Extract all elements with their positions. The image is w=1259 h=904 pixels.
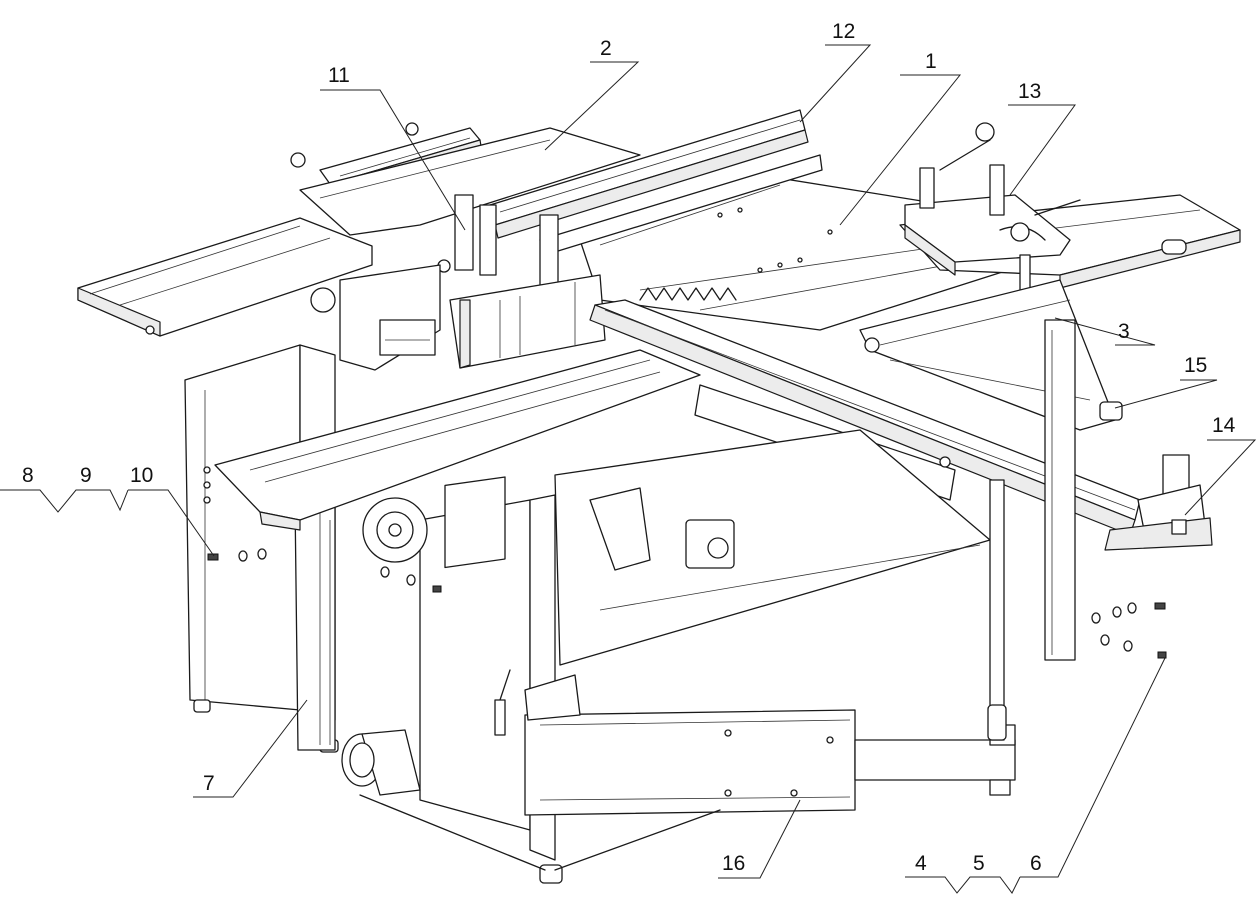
callout-5: 5 xyxy=(973,852,985,875)
callout-16: 16 xyxy=(722,852,745,875)
dust-port xyxy=(341,729,421,796)
callout-13: 13 xyxy=(1018,80,1041,103)
callout-7: 7 xyxy=(203,772,215,795)
callout-10: 10 xyxy=(130,464,153,487)
height-adjust-handwheel xyxy=(362,497,428,563)
front-left-panel xyxy=(294,494,336,751)
front-table-extension xyxy=(214,349,701,531)
callout-2: 2 xyxy=(600,37,612,60)
outrigger-frame xyxy=(859,279,1123,661)
rip-fence-rail xyxy=(489,109,823,256)
planer-head-block xyxy=(310,264,441,371)
callout-4: 4 xyxy=(915,852,927,875)
callout-8: 8 xyxy=(22,464,34,487)
callout-9: 9 xyxy=(80,464,92,487)
left-planer-table xyxy=(77,217,373,337)
callout-3: 3 xyxy=(1118,320,1130,343)
callout-12: 12 xyxy=(832,20,855,43)
gear-teeth xyxy=(639,287,737,301)
hardware-right xyxy=(1091,602,1167,659)
callout-15: 15 xyxy=(1184,354,1207,377)
fence-stop xyxy=(1104,454,1213,551)
callout-6: 6 xyxy=(1030,852,1042,875)
mitre-gauge xyxy=(904,122,1081,296)
extension-arm xyxy=(494,669,1016,816)
callout-1: 1 xyxy=(925,50,937,73)
right-leg xyxy=(987,479,1007,741)
callout-labels: 1 2 3 4 5 6 7 8 9 10 11 12 13 14 15 16 xyxy=(22,20,1236,875)
saw-housing xyxy=(554,429,991,666)
callout-11: 11 xyxy=(328,64,350,87)
base-skid xyxy=(359,794,721,871)
callout-14: 14 xyxy=(1212,414,1236,437)
leader-lines xyxy=(0,44,1257,894)
top-cover-plate xyxy=(299,127,641,236)
spindle-guard xyxy=(347,194,606,369)
centre-cabinet xyxy=(419,476,563,884)
